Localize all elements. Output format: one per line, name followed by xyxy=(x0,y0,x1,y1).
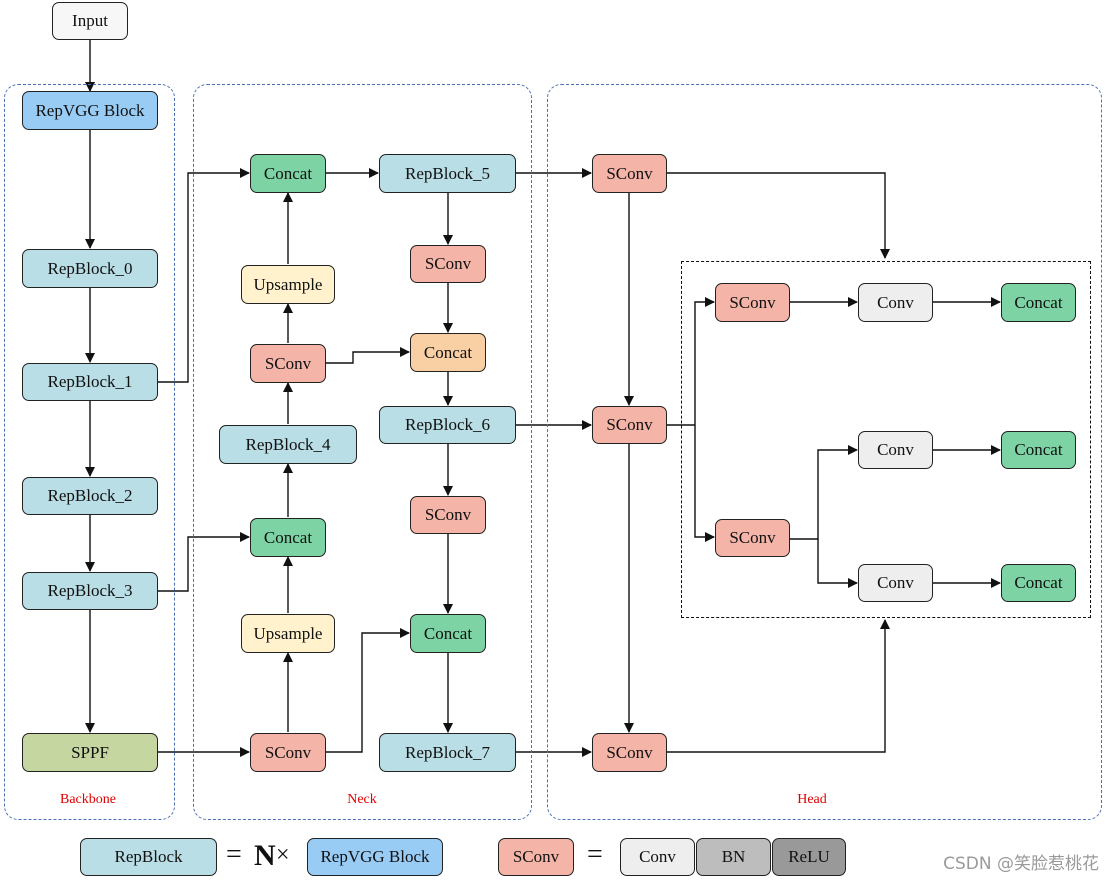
neck-panel xyxy=(193,84,532,820)
detect-box xyxy=(681,261,1091,618)
neck-label: Neck xyxy=(347,792,377,807)
legend-sconv: SConv xyxy=(498,838,574,876)
arrow-head-sconv-bottom-to-detect xyxy=(667,619,890,753)
head-sconv-mid-node: SConv xyxy=(592,406,667,444)
repvgg-block-node: RepVGG Block xyxy=(22,91,158,130)
head-sconv-bottom-node: SConv xyxy=(592,733,667,772)
neck-concat-orange-node: Concat xyxy=(410,333,486,372)
repblock-7-node: RepBlock_7 xyxy=(379,733,516,772)
head-panel xyxy=(547,84,1102,820)
arrow-repblock1-to-concat-top xyxy=(158,168,250,383)
det-sconv-lower-node: SConv xyxy=(715,519,790,557)
repblock-1-node: RepBlock_1 xyxy=(22,363,158,401)
head-sconv-top-node: SConv xyxy=(592,154,667,193)
det-concat-mid-node: Concat xyxy=(1001,431,1076,469)
legend-times-symbol: × xyxy=(276,842,290,868)
legend-repblock: RepBlock xyxy=(80,838,217,876)
det-sconv-top-node: SConv xyxy=(715,283,790,322)
backbone-label: Backbone xyxy=(60,792,116,807)
neck-sconv-r1-node: SConv xyxy=(410,245,486,283)
repblock-4-node: RepBlock_4 xyxy=(219,425,357,464)
sppf-node: SPPF xyxy=(22,733,158,772)
legend-equals-2: = xyxy=(587,839,603,870)
legend-equals-1: = xyxy=(226,839,242,870)
arrow-head-sconv-top-to-detect xyxy=(667,172,890,259)
legend-repvgg-block: RepVGG Block xyxy=(307,838,443,876)
arrow-det-sconv-lower-to-conv-bottom xyxy=(817,539,858,588)
backbone-panel xyxy=(4,84,175,820)
det-conv-mid-node: Conv xyxy=(858,431,933,469)
arrow-det-sconv-lower-to-conv-mid xyxy=(790,445,858,540)
legend-relu: ReLU xyxy=(772,838,846,876)
neck-concat-mid-node: Concat xyxy=(250,518,326,557)
det-conv-top-node: Conv xyxy=(858,283,933,322)
head-label: Head xyxy=(797,792,827,807)
det-concat-bottom-node: Concat xyxy=(1001,564,1076,602)
arrow-sconv-bottom-to-concat-r2 xyxy=(326,628,410,753)
neck-sconv-mid-node: SConv xyxy=(250,344,326,383)
legend-conv: Conv xyxy=(620,838,695,876)
neck-concat-r2-node: Concat xyxy=(410,614,486,653)
det-concat-top-node: Concat xyxy=(1001,283,1076,322)
neck-concat-top-node: Concat xyxy=(250,154,326,193)
repblock-6-node: RepBlock_6 xyxy=(379,406,516,444)
repblock-3-node: RepBlock_3 xyxy=(22,572,158,610)
repblock-0-node: RepBlock_0 xyxy=(22,249,158,288)
arrow-split-to-det-sconv-top xyxy=(694,297,715,425)
neck-sconv-r2-node: SConv xyxy=(410,496,486,534)
det-conv-bottom-node: Conv xyxy=(858,564,933,602)
neck-upsample-bottom-node: Upsample xyxy=(241,614,335,653)
repblock-2-node: RepBlock_2 xyxy=(22,477,158,515)
repblock-5-node: RepBlock_5 xyxy=(379,154,516,193)
neck-upsample-top-node: Upsample xyxy=(241,265,335,304)
legend-n-symbol: N xyxy=(254,839,276,872)
arrow-repblock3-to-concat-mid xyxy=(158,532,250,592)
neck-sconv-bottom-node: SConv xyxy=(250,733,326,772)
arrow-split-to-det-sconv-lower xyxy=(694,425,715,542)
csdn-watermark: CSDN @笑脸惹桃花 xyxy=(943,854,1099,874)
legend-bn: BN xyxy=(696,838,771,876)
input-node: Input xyxy=(52,2,128,40)
arrow-sconv-mid-to-concat-orange xyxy=(326,347,410,364)
